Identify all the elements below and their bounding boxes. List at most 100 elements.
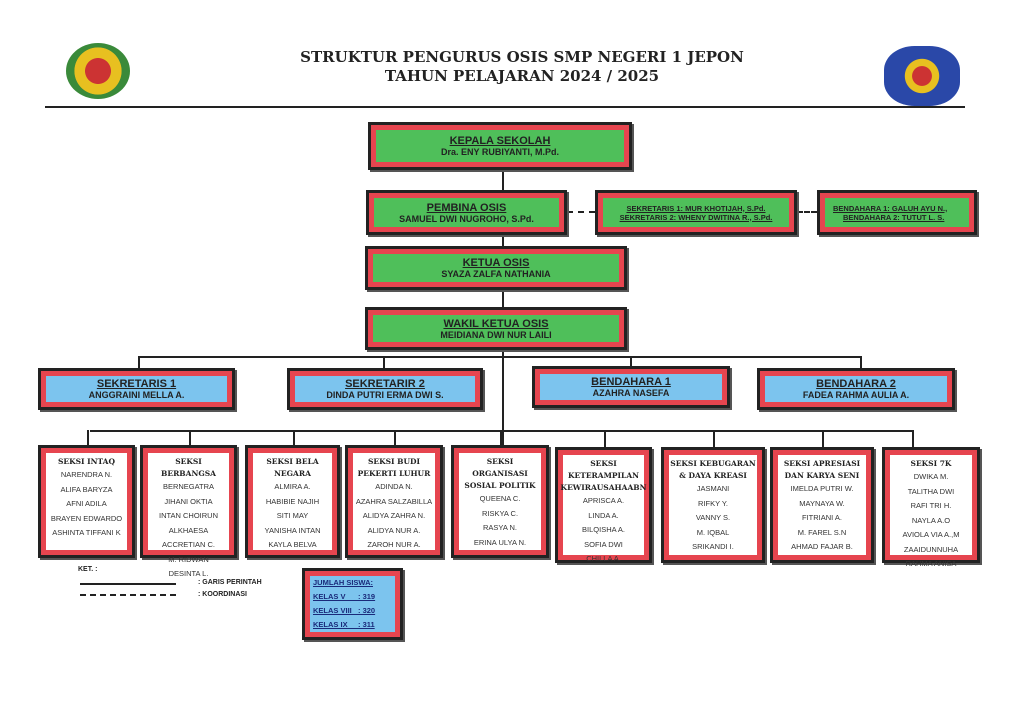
seksi-member: CHILLA A. xyxy=(586,554,621,563)
role: KEPALA SEKOLAH xyxy=(449,135,551,147)
seksi-member: RAFI TRI H. xyxy=(910,501,952,510)
seksi-member: RIFKY Y. xyxy=(697,498,729,508)
name: ANGGRAINI MELLA A. xyxy=(88,390,185,400)
seksi-member: YANISHA INTAN xyxy=(264,525,321,535)
connector xyxy=(189,430,191,445)
seksi-member: M. RIDWAN xyxy=(168,554,209,564)
connector xyxy=(293,430,295,445)
school-logo-right xyxy=(884,46,960,106)
seksi-member: ADINDA N. xyxy=(375,482,413,491)
seksi-member: M. FAREL S.N xyxy=(797,527,847,537)
connector xyxy=(383,356,385,368)
seksi-member: LINDA A. xyxy=(588,510,619,520)
name: Dra. ENY RUBIYANTI, M.Pd. xyxy=(440,147,560,157)
seksi-member: AZAHRA SALZABILLA xyxy=(355,496,433,506)
line: BENDAHARA 2: TUTUT L. S. xyxy=(843,212,945,222)
name: AZAHRA NASEFA xyxy=(592,388,670,398)
seksi-member: ALIFA BARYZA xyxy=(60,484,113,494)
seksi-member: NARENDRA N. xyxy=(60,470,113,479)
role: SEKRETARIR 2 xyxy=(345,378,425,390)
role: PEMBINA OSIS xyxy=(426,201,507,214)
legend-dashed-label: : KOORDINASI xyxy=(198,591,247,598)
seksi-member: KAYLA BELVA xyxy=(268,540,317,549)
seksi-title: SEKSI 7K xyxy=(910,459,952,468)
seksi-box: SEKSI KETERAMPILAN KEWIRAUSAHAABN APRISCA… xyxy=(555,447,652,563)
seksi-title: SEKSI APRESIASI DAN KARYA SENI xyxy=(783,459,861,480)
seksi-member: IMELDA PUTRI W. xyxy=(790,484,854,493)
coordination-line xyxy=(797,211,817,213)
seksi-title: SEKSI KEBUGARAN & DAYA KREASI xyxy=(670,459,756,480)
bendahara-pembina-box: BENDAHARA 1: GALUH AYU N.,BENDAHARA 2: T… xyxy=(817,190,977,235)
seksi-member: AVIOLA VIA A.,M xyxy=(902,530,960,539)
seksi-member: BRAYEN EDWARDO xyxy=(50,513,123,523)
seksi-member: ALMIRA A. xyxy=(274,482,311,491)
seksi-title: SEKSI KETERAMPILAN KEWIRAUSAHAABN xyxy=(560,459,647,492)
role: SEKRETARIS 1 xyxy=(96,378,177,390)
role: BENDAHARA 1 xyxy=(591,376,671,388)
seksi-member: ASHINTA TIFFANI K xyxy=(52,528,121,537)
seksi-member: DESINTA L. xyxy=(168,569,209,578)
jumlah-title: JUMLAH SISWA: xyxy=(313,578,373,587)
seksi-member: ALIDYA NUR A. xyxy=(367,525,421,535)
seksi-member: NAYLA A.O xyxy=(911,515,951,525)
line: BENDAHARA 1: GALUH AYU N., xyxy=(833,203,948,213)
seksi-title: SEKSI BELA NEGARA xyxy=(266,457,319,478)
jumlah-row: KELAS V : 319 xyxy=(313,592,376,601)
seksi-member: APRISCA A. xyxy=(582,496,625,505)
seksi-member: JIHANI OKTIA xyxy=(164,496,213,506)
seksi-title: SEKSI INTAQ xyxy=(57,457,116,466)
connector xyxy=(713,430,715,447)
seksi-member: RAHMA ANISA xyxy=(905,559,957,568)
seksi-member: DWIKA M. xyxy=(913,472,949,481)
seksi-member: RISKYA C. xyxy=(481,508,519,518)
seksi-member: M. IQBAL xyxy=(696,527,730,537)
seksi-member: VANNY S. xyxy=(695,513,731,522)
legend-solid-line xyxy=(80,583,176,585)
coordination-line xyxy=(567,211,595,213)
page-title: STRUKTUR PENGURUS OSIS SMP NEGERI 1 JEPO… xyxy=(300,48,744,66)
seksi-member: JASMANI xyxy=(696,484,730,493)
jumlah-row: KELAS VIII : 320 xyxy=(313,606,376,615)
connector xyxy=(604,430,606,447)
legend-dashed-line xyxy=(80,594,176,596)
seksi-member: MAYNAYA W. xyxy=(799,498,845,508)
seksi-member: SITI MAY xyxy=(276,511,309,520)
name: SAMUEL DWI NUGROHO, S.Pd. xyxy=(399,213,534,224)
name: MEIDIANA DWI NUR LAILI xyxy=(440,329,552,340)
seksi-box: SEKSI KEBUGARAN & DAYA KREASI JASMANI RIFK… xyxy=(661,447,765,563)
school-logo-left xyxy=(66,43,130,99)
seksi-member: SOFIA DWI xyxy=(584,539,623,549)
seksi-member: QUEENA C. xyxy=(479,494,521,503)
seksi-member: FITRIANI A. xyxy=(801,513,842,522)
seksi-member: AHMAD FAJAR B. xyxy=(791,542,853,551)
seksi-box: SEKSI APRESIASI DAN KARYA SENI IMELDA PUT… xyxy=(770,447,874,563)
seksi-member: AFNI ADILA xyxy=(66,499,107,508)
role: KETUA OSIS xyxy=(462,257,530,269)
page-subtitle: TAHUN PELAJARAN 2024 / 2025 xyxy=(384,67,660,85)
connector xyxy=(394,430,396,445)
connector xyxy=(138,356,140,368)
connector xyxy=(500,430,502,445)
connector xyxy=(87,430,89,445)
seksi-member: ALIDYA ZAHRA N. xyxy=(362,511,426,520)
seksi-title: SEKSI BUDI PEKERTI LUHUR xyxy=(357,457,431,478)
connector xyxy=(912,430,914,447)
role: WAKIL KETUA OSIS xyxy=(443,317,549,330)
jumlah-siswa-box: JUMLAH SISWA: KELAS V : 319 KELAS VIII :… xyxy=(302,568,403,640)
connector xyxy=(630,356,632,366)
officer-connector xyxy=(138,356,862,358)
role: BENDAHARA 2 xyxy=(816,378,896,390)
line: SEKRETARIS 2: WHENY DWITINA R., S.Pd. xyxy=(619,212,773,222)
seksi-box: SEKSI INTAQ NARENDRA N. ALIFA BARYZA AFNI A… xyxy=(38,445,135,558)
line: SEKRETARIS 1: MUR KHOTIJAH, S.Pd. xyxy=(626,203,766,213)
connector xyxy=(860,356,862,368)
name: FADEA RAHMA AULIA A. xyxy=(802,390,910,400)
